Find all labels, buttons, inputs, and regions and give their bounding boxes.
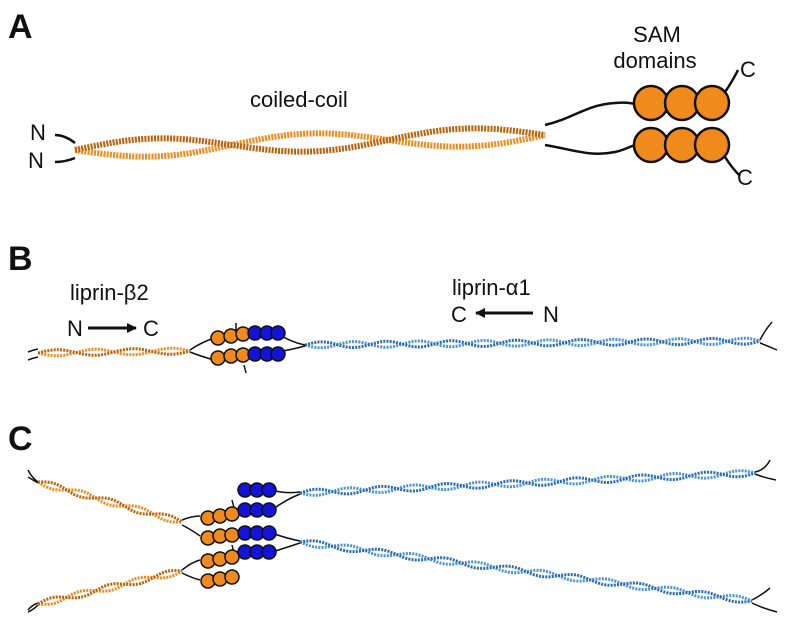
- sam-label-line2: domains: [613, 48, 696, 73]
- sam-label-line1: SAM: [633, 22, 681, 47]
- alpha-n-tail-top: [759, 321, 773, 341]
- linker: [181, 559, 201, 571]
- alpha-tail: [751, 587, 771, 601]
- n-terminus-top: N: [30, 120, 46, 145]
- helix-strand: [37, 347, 191, 357]
- sam-domain: [224, 549, 240, 565]
- sam-tick: [243, 364, 247, 374]
- linker: [181, 572, 201, 581]
- coiled-coil-helices: [74, 125, 546, 160]
- helix-strand: [74, 130, 546, 160]
- panel-b: B liprin-β2 N C liprin-α1 C N: [8, 240, 778, 374]
- sam-domains-top: [632, 84, 731, 122]
- linker-top: [544, 101, 637, 127]
- n-tail-top: [54, 133, 76, 144]
- c-tail-bottom: [723, 156, 741, 177]
- helix-strand: [37, 480, 182, 524]
- alpha-tail: [751, 602, 778, 613]
- n-terminus-bottom: N: [28, 148, 44, 173]
- sam-domains-bottom: [632, 126, 731, 164]
- alpha-sam-domains-c: [237, 482, 277, 560]
- sam-domain: [210, 350, 226, 366]
- alpha-tail: [754, 473, 777, 481]
- sam-domain: [270, 346, 286, 362]
- beta-linker-top: [189, 337, 215, 351]
- helix-strand: [37, 569, 183, 606]
- liprin-beta2-label: liprin-β2: [70, 280, 149, 305]
- sam-domain: [224, 506, 240, 522]
- beta-c-label: C: [143, 316, 159, 341]
- coiled-coil-helices-b: [37, 336, 761, 358]
- alpha-sam-domains: [247, 325, 286, 362]
- linker: [181, 515, 201, 521]
- helix-strand: [304, 336, 761, 350]
- sam-domain: [693, 126, 731, 164]
- helix-strand: [38, 480, 183, 524]
- liprin-alpha1-label: liprin-α1: [452, 275, 531, 300]
- beta-n-tail-top: [27, 348, 39, 353]
- helix-strand: [299, 469, 756, 497]
- sam-domain: [224, 527, 240, 543]
- helix-strand: [299, 470, 756, 496]
- beta-sam-domains: [210, 326, 251, 366]
- beta-tail: [27, 604, 39, 613]
- coiled-coil-helices-c: [37, 469, 756, 606]
- sam-domain: [224, 569, 240, 585]
- panel-a: A coiled-coil SAM domains N N C C: [8, 8, 756, 190]
- alpha-n-label: N: [543, 302, 559, 327]
- panel-a-label: A: [8, 8, 33, 46]
- beta-sam-domains-c: [200, 506, 240, 589]
- c-terminus-top: C: [740, 57, 756, 82]
- panel-c: C: [8, 420, 778, 613]
- sam-domain: [270, 325, 286, 341]
- alpha-c-label: C: [451, 302, 467, 327]
- c-terminus-bottom: C: [737, 165, 753, 190]
- beta-n-tail-bottom: [27, 356, 39, 361]
- beta-tail: [27, 469, 39, 483]
- sam-domain: [210, 330, 226, 346]
- sam-domain: [261, 544, 277, 560]
- c-tail-top: [723, 69, 740, 93]
- coiled-coil-label: coiled-coil: [250, 87, 348, 112]
- sam-domain: [632, 84, 670, 122]
- sam-domain: [693, 84, 731, 122]
- n-tail-bottom: [54, 156, 76, 164]
- linker-bottom: [544, 143, 637, 155]
- helix-strand: [37, 569, 183, 606]
- linker: [181, 524, 201, 537]
- helix-strand: [299, 539, 753, 604]
- sam-domain: [261, 502, 277, 518]
- alpha-tail: [754, 459, 771, 473]
- sam-domain: [261, 525, 277, 541]
- sam-domain: [632, 126, 670, 164]
- beta-tail: [27, 476, 39, 484]
- sam-domain: [261, 482, 277, 498]
- helix-strand: [299, 540, 753, 603]
- helix-strand: [74, 125, 546, 155]
- panel-c-label: C: [8, 420, 33, 458]
- beta-tail: [27, 602, 39, 611]
- panel-b-label: B: [8, 240, 33, 278]
- beta-n-label: N: [67, 316, 83, 341]
- alpha-n-tail-bottom: [759, 342, 778, 351]
